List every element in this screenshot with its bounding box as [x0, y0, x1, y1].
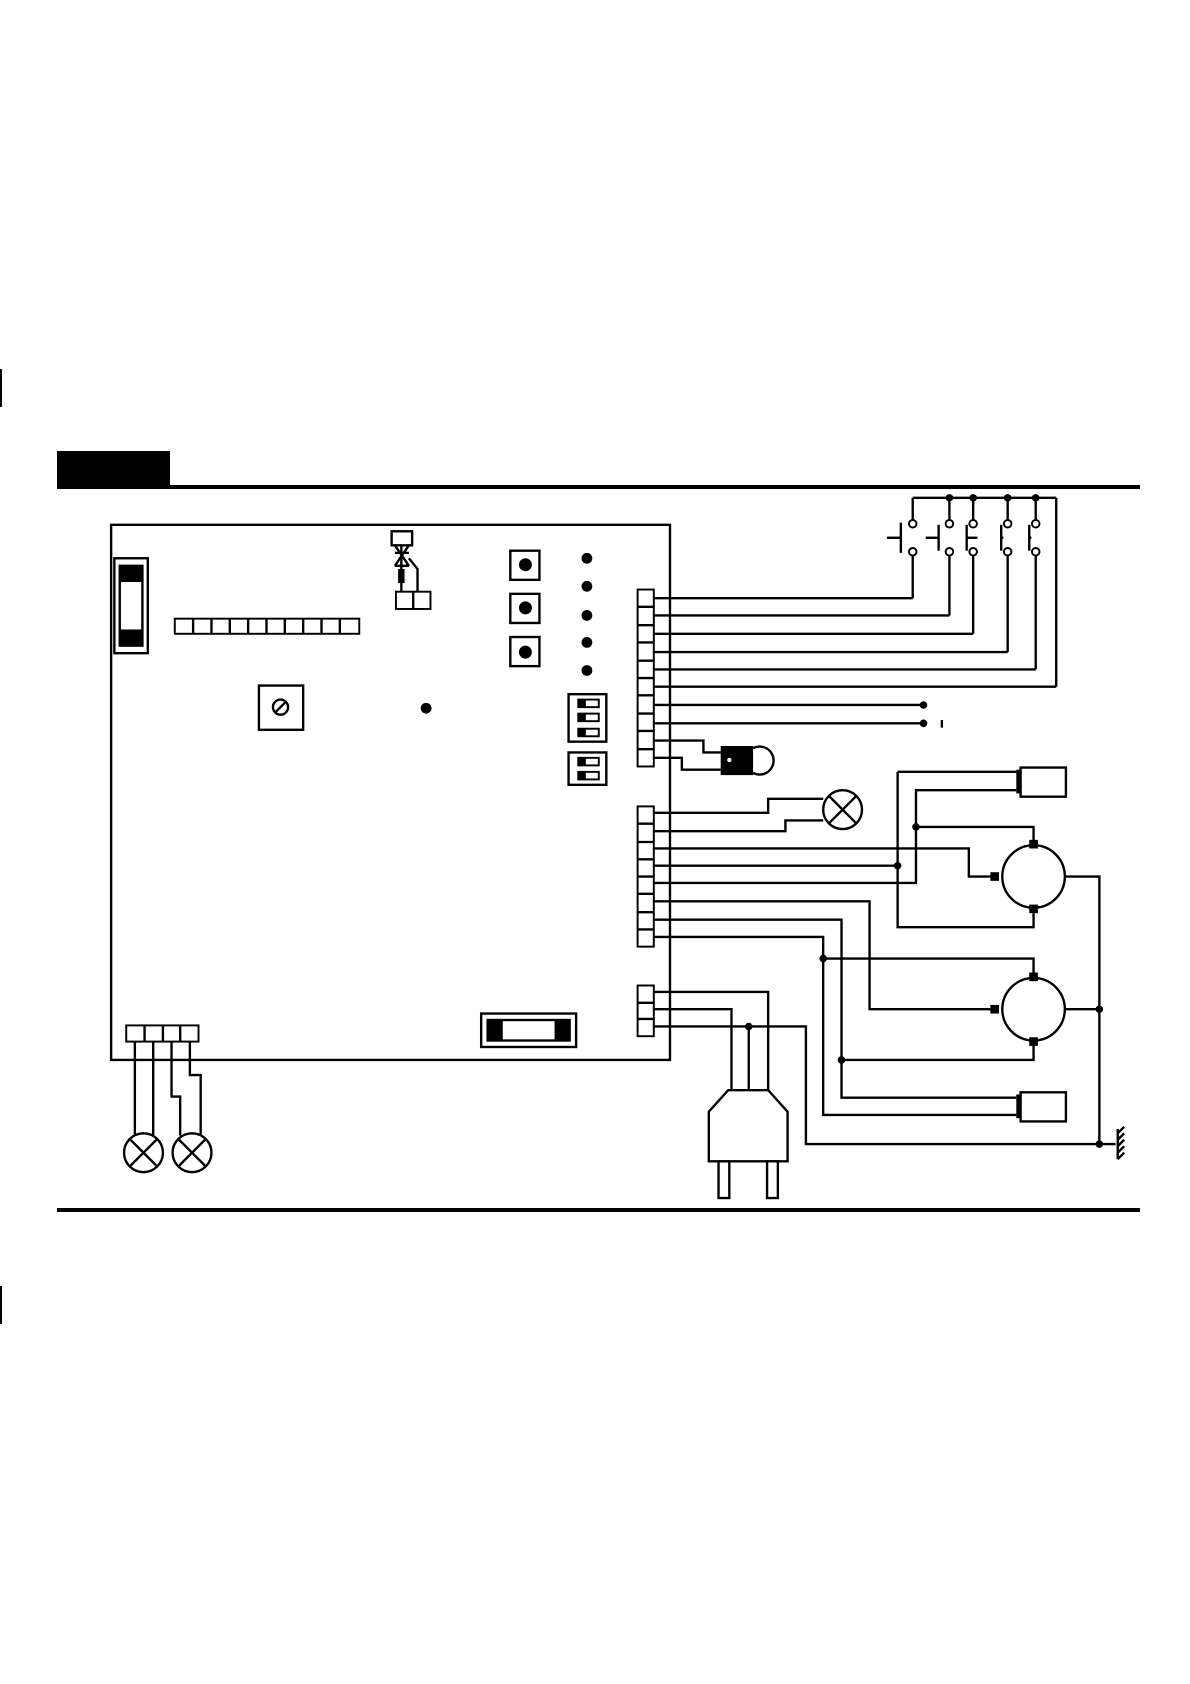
- motor-icon: [990, 840, 1064, 913]
- terminal-block: [638, 590, 654, 767]
- capacitor-icon: [1016, 1092, 1066, 1121]
- terminal-block: [638, 806, 654, 946]
- terminal-strip: [175, 619, 359, 634]
- lamp-icon: [124, 1133, 163, 1172]
- switch-icon: [926, 498, 954, 616]
- push-button-icon: [510, 551, 539, 666]
- plug-icon: [709, 1090, 788, 1198]
- wires-j1: [654, 598, 1056, 770]
- potentiometer-icon: [259, 686, 303, 730]
- thermostat-icon: [721, 746, 774, 775]
- dip-switch-icon: [569, 752, 607, 784]
- capacitor-icon: [1016, 768, 1066, 797]
- switch-icon: [1001, 498, 1011, 652]
- motor-icon: [990, 973, 1064, 1046]
- lamp-icon: [823, 790, 862, 829]
- ground-icon: [1118, 1127, 1124, 1159]
- dip-switch-icon: [569, 694, 607, 741]
- switch-icon: [1029, 498, 1039, 670]
- fuse-icon: [481, 1014, 576, 1047]
- ground-wiring: [1065, 877, 1116, 1148]
- terminal-block: [126, 1025, 198, 1041]
- switch-icon: [887, 498, 917, 598]
- fuse-icon: [114, 558, 147, 653]
- control-board: [111, 525, 670, 1060]
- terminal-block: [638, 985, 654, 1036]
- switch-icon: [967, 498, 978, 634]
- lamp-icon: [173, 1133, 212, 1172]
